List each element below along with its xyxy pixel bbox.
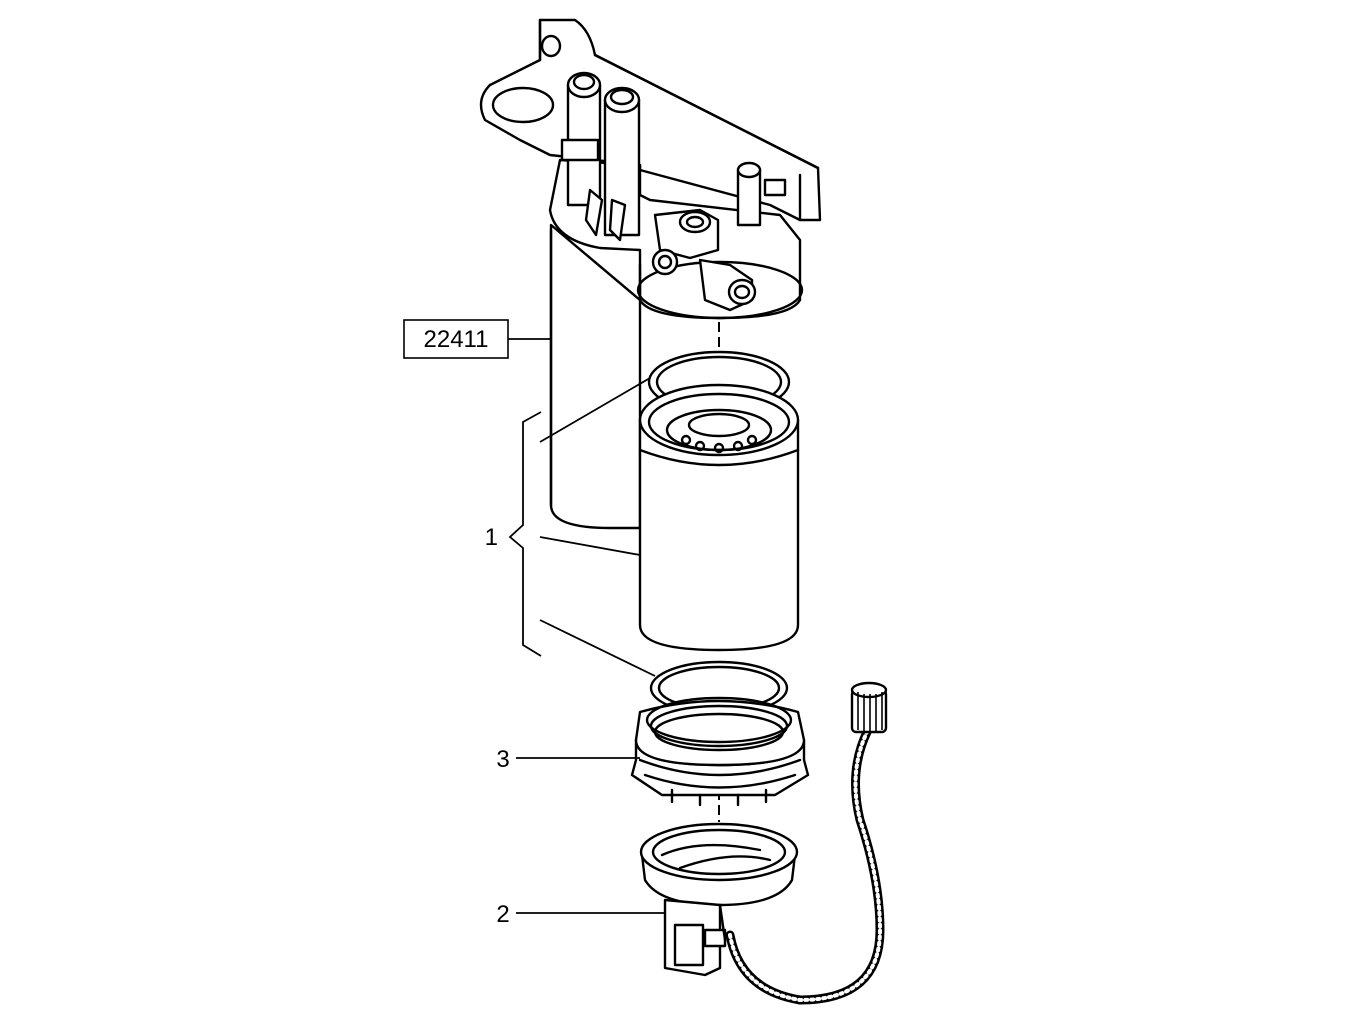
callout-22411: 22411 bbox=[403, 319, 552, 359]
sensor-cable bbox=[725, 681, 888, 1005]
filter-head-assembly bbox=[479, 18, 822, 530]
callout-label-22411: 22411 bbox=[424, 326, 489, 353]
callout-2: 2 bbox=[496, 901, 665, 928]
water-bowl bbox=[630, 696, 810, 807]
callout-label-3: 3 bbox=[496, 746, 509, 773]
callout-3: 3 bbox=[496, 746, 640, 773]
callout-label-1: 1 bbox=[485, 524, 498, 551]
filter-cartridge bbox=[638, 383, 800, 652]
callout-1: 1 bbox=[485, 377, 656, 677]
water-sensor-drain bbox=[639, 822, 799, 977]
callout-label-2: 2 bbox=[496, 901, 509, 928]
